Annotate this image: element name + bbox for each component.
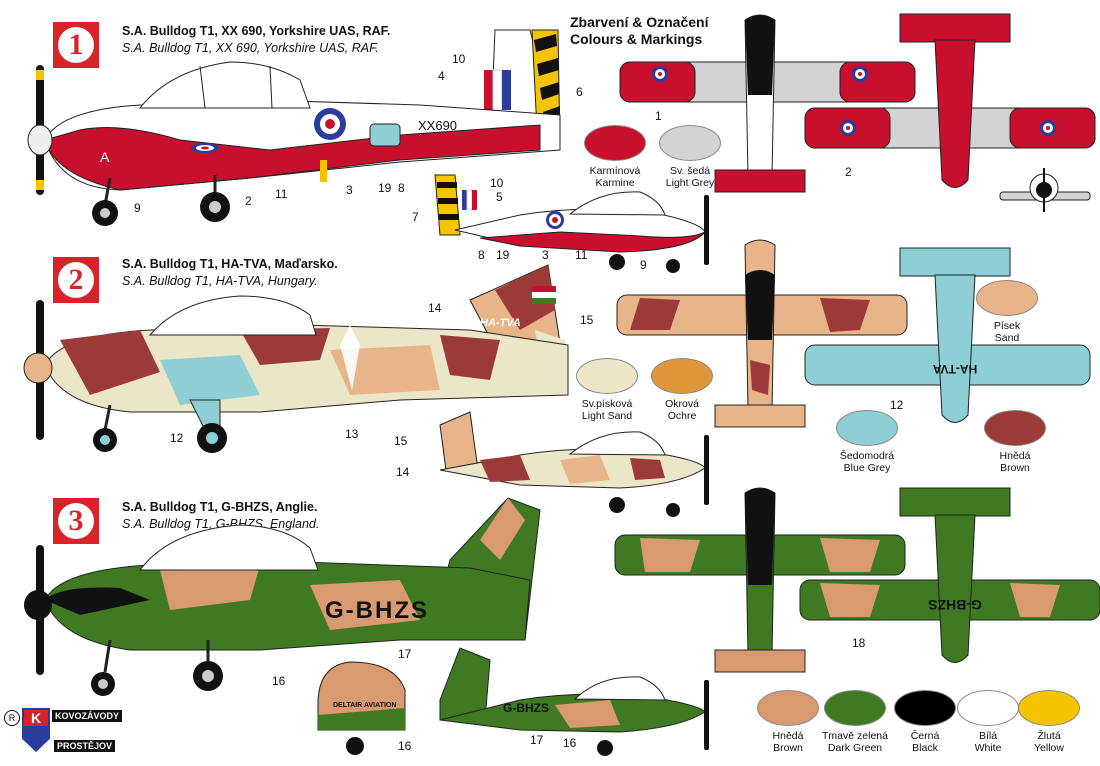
scheme-1-code: A [100, 149, 110, 165]
svg-text:16: 16 [272, 674, 286, 688]
svg-text:10: 10 [452, 52, 466, 66]
kovozavody-logo: R K KOVOZÁVODY PROSTĚJOV [4, 708, 123, 762]
scheme-3-subtitle: S.A. Bulldog T1, G-BHZS, England. [122, 517, 320, 531]
svg-text:9: 9 [134, 201, 141, 215]
svg-text:17: 17 [398, 647, 412, 661]
scheme-1-badge: 1 [53, 22, 99, 68]
svg-text:8: 8 [398, 181, 405, 195]
svg-text:19: 19 [378, 181, 392, 195]
svg-text:12: 12 [890, 398, 904, 412]
scheme-3-small-reg: G-BHZS [503, 701, 549, 715]
svg-text:3: 3 [542, 248, 549, 262]
scheme-2-title: S.A. Bulldog T1, HA-TVA, Maďarsko. [122, 257, 338, 271]
svg-text:2: 2 [245, 194, 252, 208]
scheme-3-small-profile: G-BHZS [439, 647, 709, 756]
svg-text:15: 15 [580, 313, 594, 327]
svg-text:4: 4 [438, 69, 445, 83]
heading-en: Colours & Markings [570, 31, 703, 47]
svg-text:19: 19 [496, 248, 510, 262]
scheme-1-small-profile [434, 174, 709, 273]
svg-text:3: 3 [346, 183, 353, 197]
svg-text:11: 11 [575, 248, 588, 262]
scheme-3-reg: G-BHZS [325, 597, 429, 624]
scheme-2-badge: 2 [53, 257, 99, 303]
scheme-1-front-view [999, 168, 1091, 212]
svg-text:17: 17 [530, 733, 544, 747]
scheme-3-detail-text: DELTAIR AVIATION [333, 702, 396, 709]
scheme-3-underside-reg: G-BHZS [928, 597, 982, 613]
svg-text:18: 18 [852, 636, 866, 650]
svg-text:16: 16 [563, 736, 577, 750]
scheme-2-side-profile: HA-TVA [23, 264, 569, 453]
svg-text:2: 2 [845, 165, 852, 179]
scheme-2-bottom-view: HA-TVA [804, 247, 1091, 423]
scheme-3-bottom-view: G-BHZS [799, 487, 1100, 663]
svg-text:12: 12 [170, 431, 184, 445]
svg-text:7: 7 [412, 210, 419, 224]
scheme-3-badge: 3 [53, 498, 99, 544]
scheme-1-top-view [619, 14, 916, 193]
scheme-2-top-view [616, 239, 908, 428]
svg-text:9: 9 [640, 258, 647, 272]
scheme-3-detail-view: DELTAIR AVIATION [317, 661, 406, 755]
scheme-1-title: S.A. Bulldog T1, XX 690, Yorkshire UAS, … [122, 24, 391, 38]
scheme-1-bottom-view [804, 13, 1096, 188]
svg-text:6: 6 [576, 85, 583, 99]
svg-text:8: 8 [478, 248, 485, 262]
svg-text:15: 15 [394, 434, 408, 448]
svg-text:5: 5 [496, 190, 503, 204]
scheme-3-top-view [614, 487, 906, 673]
scheme-2-subtitle: S.A. Bulldog T1, HA-TVA, Hungary. [122, 274, 318, 288]
svg-text:1: 1 [655, 109, 662, 123]
svg-text:10: 10 [490, 176, 504, 190]
scheme-3-title: S.A. Bulldog T1, G-BHZS, Anglie. [122, 500, 318, 514]
scheme-2-fin-reg: HA-TVA [480, 317, 521, 329]
heading-cz: Zbarvení & Označení [570, 14, 709, 30]
svg-text:14: 14 [428, 301, 442, 315]
scheme-1-side-profile: XX690 A [27, 29, 561, 226]
scheme-2-underside-reg: HA-TVA [932, 362, 977, 376]
scheme-1-serial: XX690 [418, 118, 457, 133]
svg-text:16: 16 [398, 739, 412, 753]
scheme-3-side-profile: G-BHZS [24, 497, 541, 696]
svg-text:11: 11 [275, 187, 288, 201]
callouts: 9 2 11 3 19 8 6 4 10 1 2 10 5 7 8 19 3 1… [134, 52, 904, 753]
svg-text:13: 13 [345, 427, 359, 441]
scheme-1-subtitle: S.A. Bulldog T1, XX 690, Yorkshire UAS, … [122, 41, 379, 55]
scheme-2-small-profile [439, 411, 709, 517]
svg-text:14: 14 [396, 465, 410, 479]
